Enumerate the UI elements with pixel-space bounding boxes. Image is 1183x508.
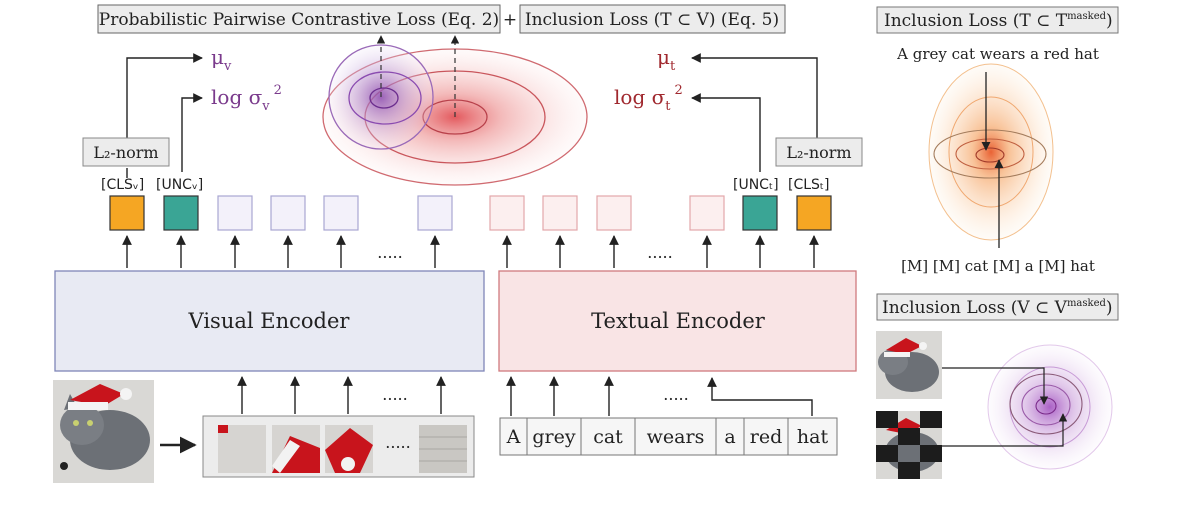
textual-encoder-label: Textual Encoder [591,309,766,333]
cls-t-token [796,195,832,231]
cls-v-token-label: [CLSᵥ] [101,177,144,193]
text-token-ellipsis: ..... [647,243,672,262]
arrow-to-log-sigma-t [691,93,761,172]
full-image-thumbnail [876,331,942,399]
word-token: hat [797,426,829,448]
l2norm-text-box [775,137,863,167]
visual-token-ellipsis: ..... [377,243,402,262]
text-token-last [689,195,725,231]
contrastive-loss-label: Probabilistic Pairwise Contrastive Loss … [97,4,501,34]
visual-token-2 [270,195,306,231]
log-sigma-t: log σt2 [614,83,683,114]
inclusion-loss-tv-text: Inclusion Loss (T ⊂ V) (Eq. 5) [525,10,779,30]
inclusion-image-title: Inclusion Loss (V ⊂ Vmasked) [882,298,1113,318]
full-caption-distribution-outer [928,63,1054,241]
inclusion-text-panel: Inclusion Loss (T ⊂ Tmasked) A grey cat … [876,6,1119,275]
arrow-to-log-sigma-v [181,93,203,172]
input-cat-image [53,380,154,483]
visual-distribution-inner [369,87,399,109]
text-token-3 [596,195,632,231]
visual-patch-arrow-ellipsis: ..... [382,385,407,404]
arrow-to-mu-v [126,53,203,138]
cls-t-token-label: [CLSₜ] [788,177,830,193]
masked-image-thumbnail [876,411,942,479]
word-token: wears [647,426,705,448]
word-token-box [787,417,838,456]
visual-outputs: μv log σv2 L₂-norm [CLSᵥ] [UNCᵥ] [82,45,282,193]
unc-t-token [742,195,778,231]
l2norm-visual-box [82,137,170,167]
central-distributions [322,35,588,186]
output-tokens [109,195,832,231]
full-caption-distribution-mid [948,96,1034,208]
visual-encoder-label: Visual Encoder [188,309,351,333]
text-token-2 [542,195,578,231]
visual-token-1 [217,195,253,231]
textual-encoder-box [498,270,857,372]
arrow-to-mu-t [691,53,818,138]
last-word-to-encoder-arrow [707,377,813,416]
word-token: grey [532,426,575,448]
full-image-distribution-outer [987,344,1113,470]
patch-strip: ..... [202,415,475,478]
cls-v-token [109,195,145,231]
masked-image-arrow [942,413,1068,447]
masked-image-distribution-outer [1009,373,1083,435]
patch-1 [218,425,266,473]
visual-encoder-box [54,270,485,372]
patch-3 [325,425,373,473]
masked-image-distribution-mid [1021,384,1071,426]
l2norm-visual-label: L₂-norm [93,143,158,162]
patch-last [419,425,467,473]
word-token: red [750,426,783,448]
full-caption: A grey cat wears a red hat [896,45,1099,63]
mu-t: μt [657,45,676,74]
visual-distribution-mid [348,71,422,125]
inclusion-text-title: Inclusion Loss (T ⊂ Tmasked) [884,11,1113,31]
text-word-arrow-ellipsis: ..... [663,385,688,404]
masked-caption: [M] [M] cat [M] a [M] hat [901,257,1095,275]
log-sigma-v: log σv2 [211,83,282,114]
patch-strip-ellipsis: ..... [385,433,410,452]
flow-arrows [122,235,819,416]
patch-2 [272,425,320,473]
contrastive-loss-text: Probabilistic Pairwise Contrastive Loss … [99,10,499,30]
visual-token-3 [323,195,359,231]
full-image-arrow [942,367,1049,405]
word-token: cat [593,426,623,448]
word-token: A [506,426,521,448]
plus-sign: + [503,10,517,30]
masked-caption-distribution-mid [955,138,1025,170]
text-outputs: μt log σt2 L₂-norm [UNCₜ] [CLSₜ] [614,45,863,193]
inclusion-image-panel: Inclusion Loss (V ⊂ Vmasked) [876,293,1119,479]
visual-token-last [417,195,453,231]
masked-caption-distribution-outer [933,129,1047,179]
l2norm-text-label: L₂-norm [786,143,851,162]
unc-t-token-label: [UNCₜ] [733,177,779,193]
word-token: a [724,426,735,448]
mu-v: μv [211,45,232,74]
inclusion-loss-tv-label: Inclusion Loss (T ⊂ V) (Eq. 5) [519,4,786,34]
text-token-1 [489,195,525,231]
unc-v-token-label: [UNCᵥ] [156,177,203,193]
unc-v-token [163,195,199,231]
